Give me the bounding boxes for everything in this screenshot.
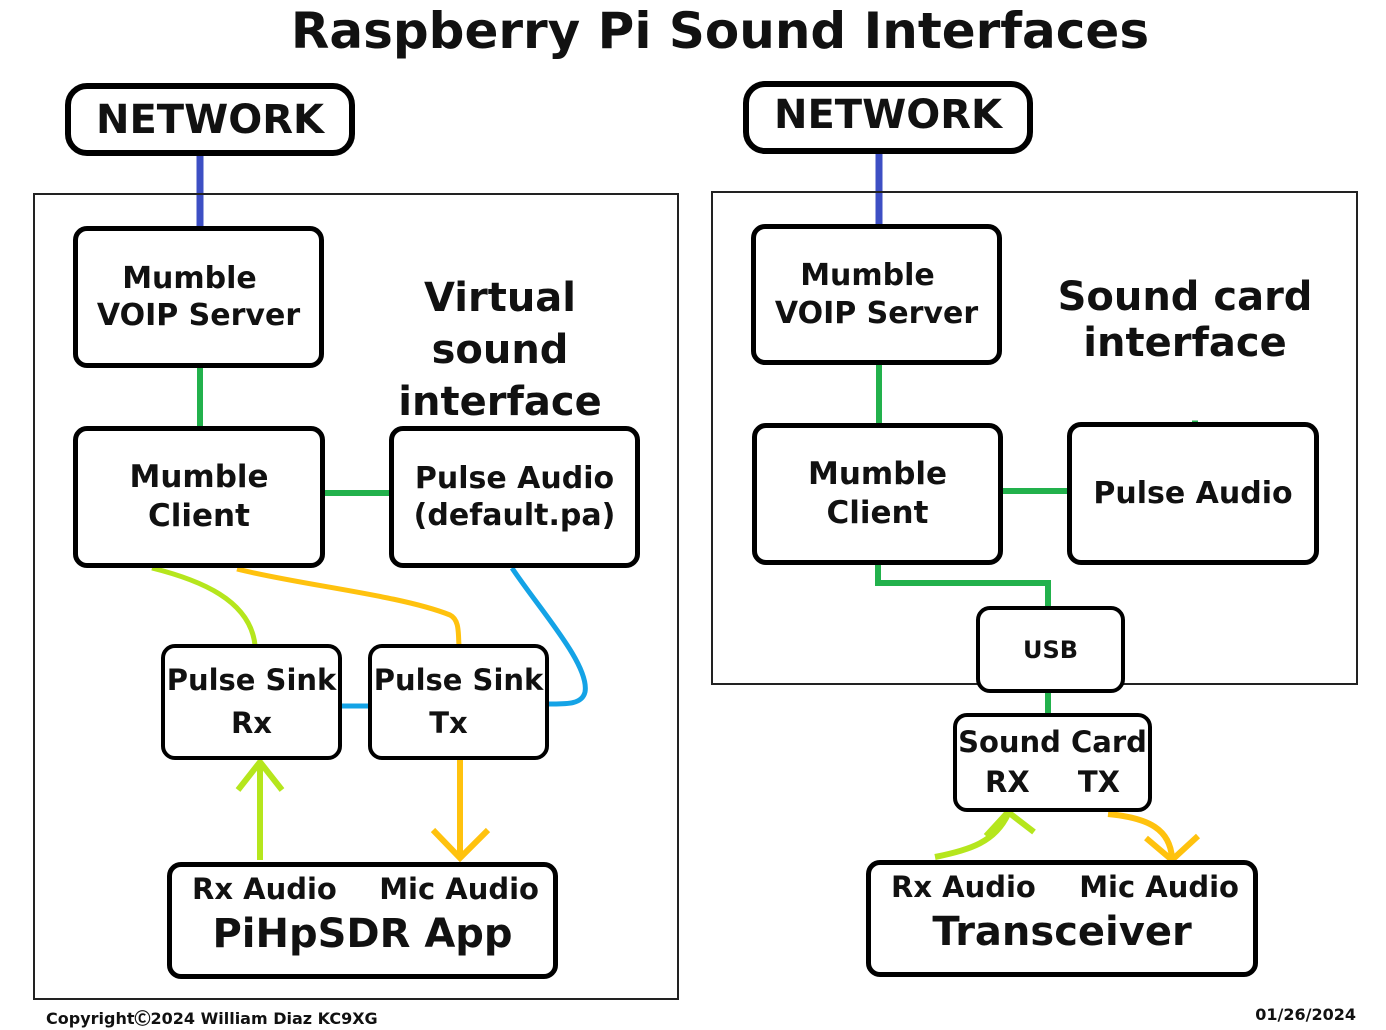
right-client-line2: Client (826, 495, 929, 531)
right-transceiver-mic-audio: Mic Audio (1079, 870, 1239, 904)
left-section-frame (33, 193, 679, 1000)
right-transceiver-rx-audio: Rx Audio (891, 870, 1036, 904)
right-voip-server-box: Mumble VOIP Server (751, 224, 1002, 365)
left-section-label-line1: Virtual sound (424, 275, 576, 373)
right-section-label-line1: Sound card (1057, 274, 1313, 320)
right-rx-arrow-shaft (934, 812, 1011, 860)
right-section-label: Sound card interface (1040, 274, 1330, 366)
right-pulse-audio-box: Pulse Audio (1067, 422, 1319, 565)
left-client-line2: Client (148, 498, 250, 534)
left-app-name: PiHpSDR App (212, 911, 513, 958)
right-rx-arrow-head (983, 807, 1036, 839)
right-voip-line2: VOIP Server (774, 295, 979, 331)
left-pulse-line1: Pulse Audio (414, 460, 615, 496)
right-section-label-line2: interface (1083, 320, 1287, 366)
right-usb-label: USB (1022, 635, 1079, 664)
right-voip-line1: Mumble (800, 258, 935, 293)
left-pulse-audio-box: Pulse Audio (default.pa) (389, 426, 640, 568)
right-network-box: NETWORK (743, 81, 1033, 154)
right-client-line1: Mumble (807, 456, 948, 493)
left-section-label-line2: interface (398, 379, 602, 425)
right-sound-card-box: Sound Card RX TX (953, 713, 1152, 812)
page-title: Raspberry Pi Sound Interfaces (290, 2, 1150, 60)
left-app-rx-audio: Rx Audio (192, 872, 337, 906)
left-voip-line1: Mumble (122, 260, 257, 296)
copyright-text: CopyrightⒸ2024 William Diaz KC9XG (46, 1009, 378, 1028)
left-pulse-line2: (default.pa) (413, 498, 616, 533)
left-sink-tx-line2: Tx (429, 706, 468, 740)
date-text: 01/26/2024 (1255, 1005, 1356, 1024)
right-transceiver-name: Transceiver (932, 909, 1192, 956)
left-sink-tx-line1: Pulse Sink (373, 662, 544, 697)
left-sink-rx-line2: Rx (230, 706, 273, 740)
right-sound-card-ports: RX TX (985, 763, 1120, 802)
left-section-label: Virtual sound interface (350, 272, 650, 428)
left-pihpsdr-app-box: Rx Audio Mic Audio PiHpSDR App (167, 862, 558, 979)
left-pulse-sink-rx-box: Pulse Sink Rx (161, 644, 342, 760)
left-voip-line2: VOIP Server (96, 298, 301, 333)
left-network-box: NETWORK (65, 83, 355, 156)
right-sound-card-name: Sound Card (958, 725, 1147, 760)
right-network-label: NETWORK (773, 91, 1002, 138)
right-sound-card-rx: RX (985, 764, 1030, 799)
left-app-mic-audio: Mic Audio (379, 872, 539, 906)
right-usb-box: USB (976, 606, 1125, 693)
right-pulse-label: Pulse Audio (1093, 475, 1293, 511)
left-pulse-sink-tx-box: Pulse Sink Tx (368, 644, 549, 760)
right-mumble-client-box: Mumble Client (752, 423, 1003, 565)
left-app-audio-row: Rx Audio Mic Audio (172, 867, 553, 907)
left-voip-server-box: Mumble VOIP Server (73, 226, 324, 368)
right-transceiver-box: Rx Audio Mic Audio Transceiver (866, 860, 1258, 977)
right-sound-card-tx: TX (1077, 764, 1120, 799)
right-tx-arrow-shaft (1107, 811, 1175, 859)
left-client-line1: Mumble (129, 459, 269, 496)
left-mumble-client-box: Mumble Client (73, 426, 325, 568)
right-tx-arrow-head (1144, 833, 1201, 865)
left-network-label: NETWORK (95, 96, 324, 143)
left-sink-rx-line1: Pulse Sink (166, 662, 337, 697)
right-transceiver-audio-row: Rx Audio Mic Audio (871, 865, 1253, 905)
